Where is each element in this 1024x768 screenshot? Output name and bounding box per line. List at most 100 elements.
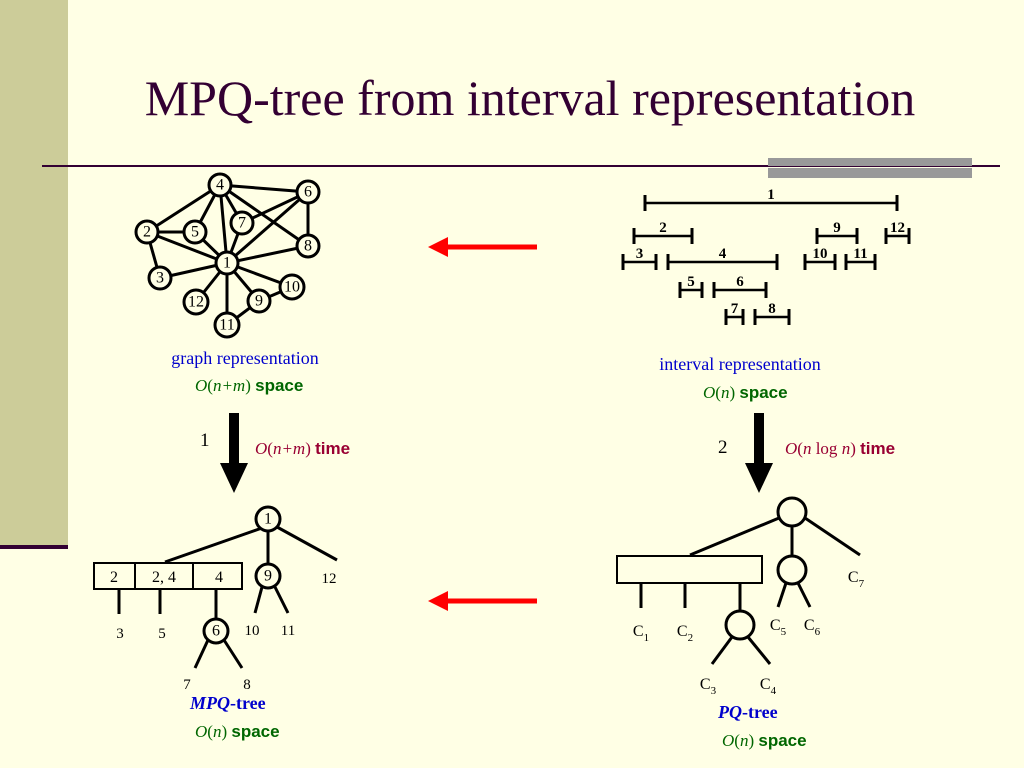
graph-node-label: 5 bbox=[191, 224, 199, 241]
interval-label: 10 bbox=[813, 246, 828, 262]
graph-node-label: 6 bbox=[304, 184, 312, 201]
interval-label: 3 bbox=[636, 246, 644, 262]
graph-node bbox=[182, 219, 208, 245]
arrow-left-icon bbox=[428, 237, 537, 257]
mpq-q-node bbox=[93, 562, 243, 590]
graph-node-label: 10 bbox=[284, 279, 300, 296]
graph-edge bbox=[219, 183, 309, 248]
slide-title: MPQ-tree from interval representation bbox=[145, 70, 916, 126]
graph-node bbox=[295, 179, 321, 205]
interval: 3 bbox=[621, 246, 658, 270]
interval-label: 12 bbox=[890, 220, 905, 236]
arrow-down-icon bbox=[220, 413, 248, 493]
interval-label: 11 bbox=[853, 246, 867, 262]
interval-label: 9 bbox=[833, 220, 841, 236]
graph-edge bbox=[226, 244, 309, 265]
step-2-label: 2 bbox=[718, 437, 728, 458]
interval-space: O(n) space bbox=[703, 383, 788, 402]
pq-q-node bbox=[616, 555, 763, 584]
graph-node-label: 9 bbox=[255, 293, 263, 310]
interval-label: 7 bbox=[731, 301, 739, 317]
pq-leaf: C6 bbox=[804, 617, 821, 638]
interval: 6 bbox=[712, 274, 768, 298]
pq-space: O(n) space bbox=[722, 731, 807, 750]
pq-p-node bbox=[776, 496, 808, 528]
graph-edge bbox=[146, 183, 221, 234]
graph-node bbox=[246, 288, 272, 314]
mpq-tree: 2 2, 4 4 1 9 6 12 3 5 10 11 7 8 bbox=[93, 505, 338, 693]
interval-label: 2 bbox=[659, 220, 667, 236]
pq-leaf: C4 bbox=[760, 676, 777, 697]
graph-node-label: 8 bbox=[304, 238, 312, 255]
step-2-complexity: O(n log n) time bbox=[785, 439, 895, 458]
graph-node bbox=[229, 210, 255, 236]
mpq-leaf: 11 bbox=[281, 623, 295, 639]
step-1-complexity: O(n+m) time bbox=[255, 439, 350, 458]
interval: 9 bbox=[815, 220, 859, 244]
graph-node-label: 2 bbox=[143, 224, 151, 241]
graph-node bbox=[214, 250, 240, 276]
mpq-section: 4 bbox=[215, 569, 223, 586]
interval-label: 5 bbox=[687, 274, 695, 290]
mpq-section: 2 bbox=[110, 569, 118, 586]
graph-node bbox=[295, 233, 321, 259]
pq-leaf: C2 bbox=[677, 623, 693, 644]
interval: 11 bbox=[844, 246, 877, 270]
mpq-leaf: 10 bbox=[245, 623, 260, 639]
step-1-label: 1 bbox=[200, 430, 210, 451]
graph-space: O(n+m) space bbox=[195, 376, 303, 395]
interval: 7 bbox=[724, 301, 745, 325]
pq-leaf: C5 bbox=[770, 617, 787, 638]
mpq-space: O(n) space bbox=[195, 722, 280, 741]
pq-leaf: C1 bbox=[633, 623, 649, 644]
interval: 10 bbox=[803, 246, 837, 270]
interval-label: 1 bbox=[767, 187, 775, 203]
interval: 5 bbox=[678, 274, 704, 298]
mpq-leaf: 12 bbox=[322, 571, 337, 587]
interval: 4 bbox=[666, 246, 779, 270]
graph-node-label: 3 bbox=[156, 270, 164, 287]
graph-node bbox=[134, 219, 160, 245]
mpq-caption: MPQ-tree bbox=[189, 693, 266, 713]
graph-edge bbox=[218, 184, 229, 264]
graph-caption: graph representation bbox=[171, 348, 318, 368]
title-accent-bar-2 bbox=[768, 168, 972, 178]
graph-edge bbox=[219, 183, 309, 194]
graph-node bbox=[207, 172, 233, 198]
pq-p-node bbox=[776, 554, 808, 586]
interval: 1 bbox=[643, 187, 899, 211]
graph-node-label: 12 bbox=[188, 294, 204, 311]
mpq-section: 2, 4 bbox=[152, 569, 176, 586]
interval: 12 bbox=[884, 220, 911, 244]
interval: 2 bbox=[632, 220, 694, 244]
graph-edge bbox=[146, 230, 228, 265]
graph-node-label: 11 bbox=[219, 317, 234, 334]
pq-caption: PQ-tree bbox=[717, 702, 778, 722]
pq-leaf: C3 bbox=[700, 676, 717, 697]
mpq-leaf: 8 bbox=[243, 677, 251, 693]
arrow-left-icon bbox=[428, 591, 537, 611]
interval-label: 8 bbox=[768, 301, 776, 317]
interval-caption: interval representation bbox=[659, 354, 820, 374]
interval-label: 4 bbox=[719, 246, 727, 262]
sidebar-band bbox=[0, 0, 68, 545]
mpq-leaf: 5 bbox=[158, 626, 166, 642]
mpq-root-node: 1 bbox=[264, 511, 272, 528]
pq-leaf: C7 bbox=[848, 569, 865, 590]
mpq-leaf: 3 bbox=[116, 626, 124, 642]
graph-node-label: 1 bbox=[223, 255, 231, 272]
title-accent-bar bbox=[768, 158, 972, 166]
arrow-down-icon bbox=[745, 413, 773, 493]
graph-node bbox=[182, 288, 210, 316]
graph-node bbox=[147, 265, 173, 291]
mpq-leaf: 7 bbox=[183, 677, 191, 693]
graph-node-label: 7 bbox=[238, 215, 246, 232]
graph-node bbox=[278, 273, 306, 301]
pq-p-node bbox=[724, 609, 756, 641]
graph-node bbox=[213, 311, 241, 339]
interval: 8 bbox=[753, 301, 791, 325]
